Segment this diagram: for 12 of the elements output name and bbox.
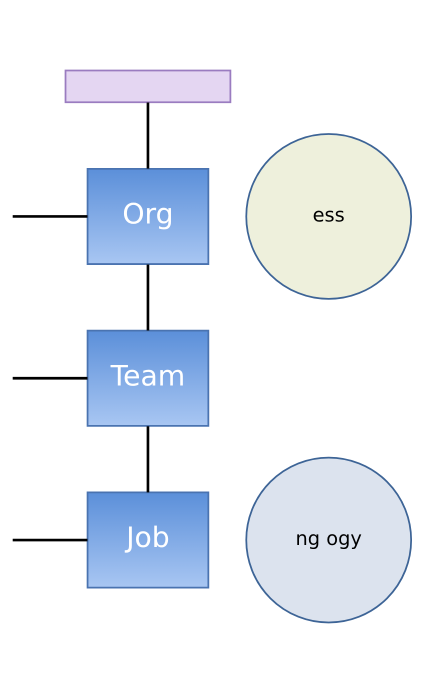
node-box — [64, 69, 232, 103]
connector — [12, 538, 88, 541]
node-circle: ess — [245, 132, 412, 300]
node-circle: ng ogy — [245, 456, 412, 623]
node-box: Job — [86, 491, 210, 588]
node-box: Org — [86, 167, 210, 264]
connector — [146, 264, 150, 330]
connector — [146, 426, 150, 492]
connector — [12, 214, 88, 218]
connector — [12, 376, 88, 380]
node-box: Team — [86, 329, 210, 426]
connector — [146, 102, 150, 168]
